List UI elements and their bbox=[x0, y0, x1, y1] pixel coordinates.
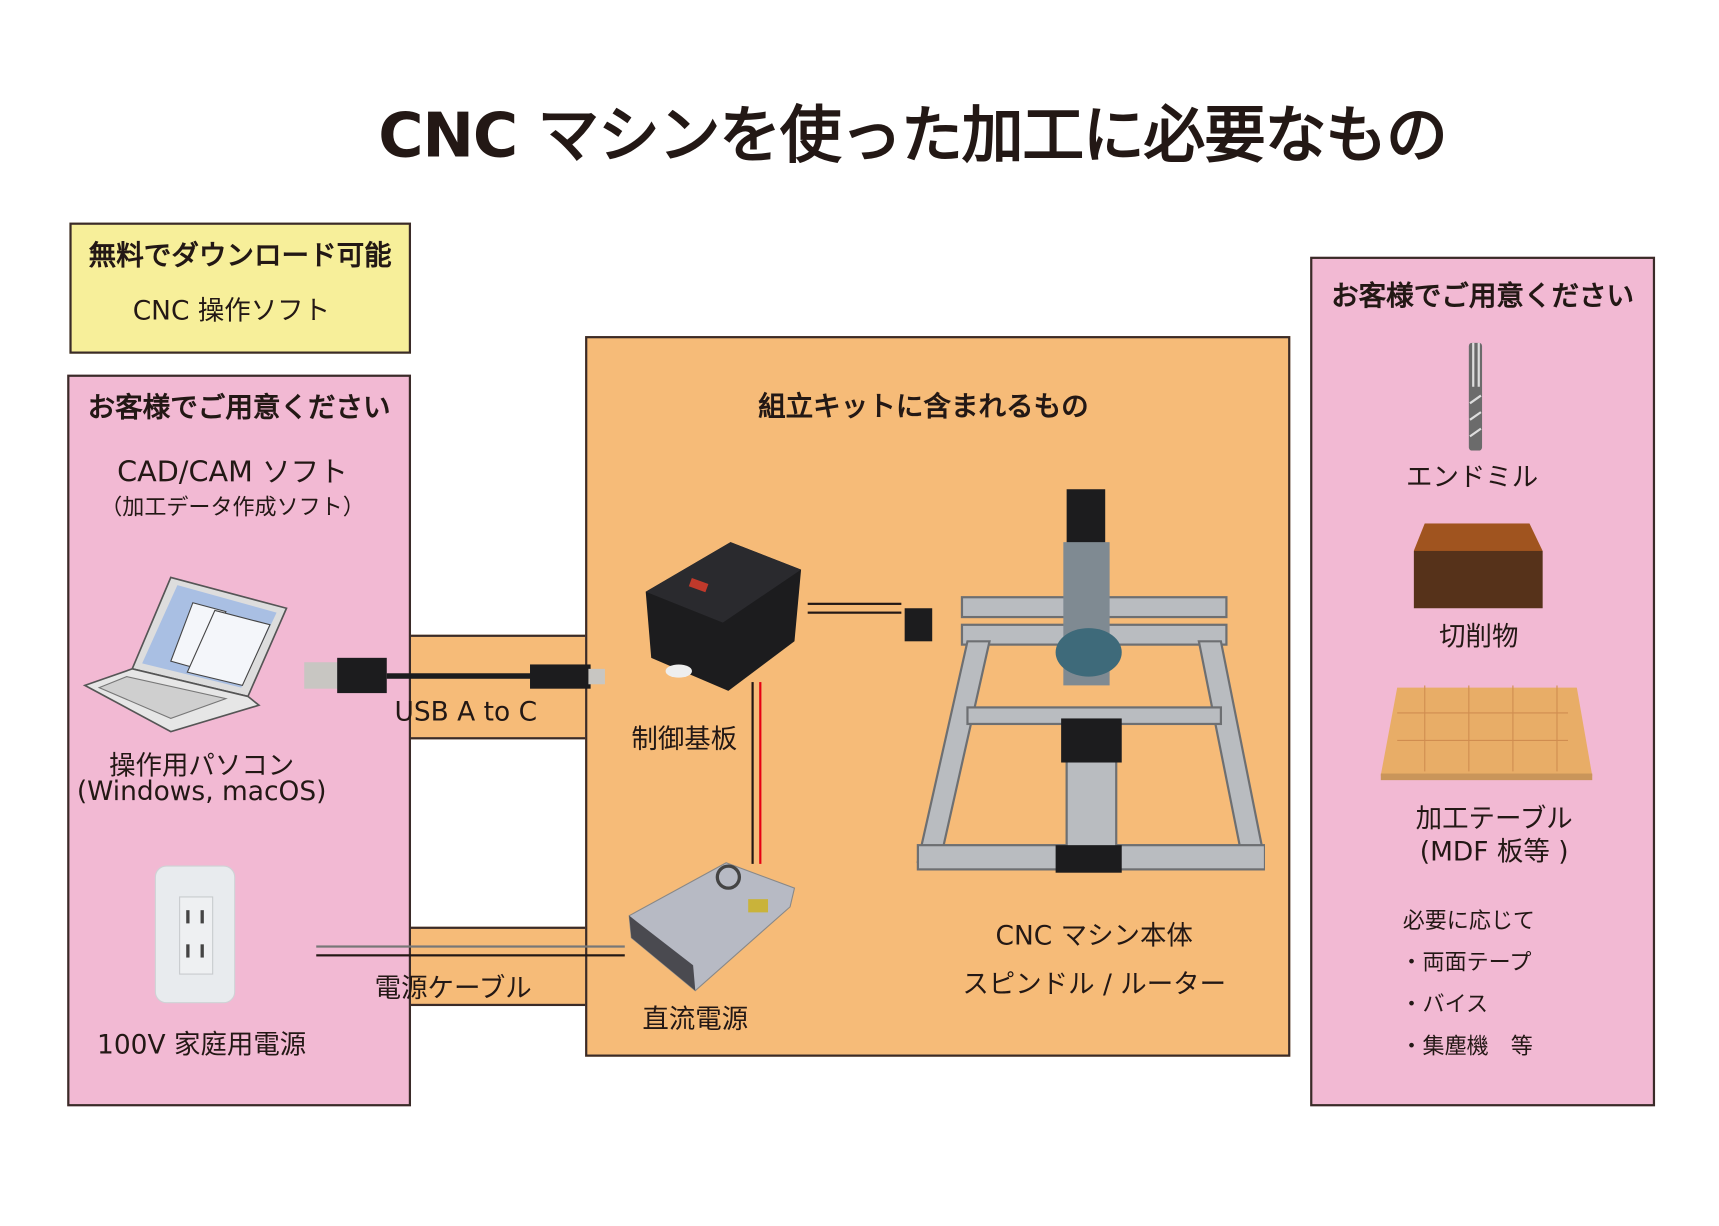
power-cable-line bbox=[316, 945, 625, 948]
control-board-label: 制御基板 bbox=[631, 723, 738, 755]
work-table-sub: (MDF 板等 ) bbox=[1419, 836, 1569, 868]
power-cable-label: 電源ケーブル bbox=[374, 972, 532, 1004]
free-box-heading: 無料でダウンロード可能 bbox=[88, 239, 392, 272]
end-mill-label: エンドミル bbox=[1406, 461, 1539, 493]
control-board-icon bbox=[645, 542, 802, 691]
outlet-label: 100V 家庭用電源 bbox=[97, 1029, 307, 1061]
usb-cable-icon bbox=[304, 657, 605, 694]
kit-box: 組立キットに含まれるもの 制御基板 直流電源 bbox=[585, 336, 1291, 1057]
power-outlet-icon bbox=[154, 865, 236, 1004]
right-customer-box: お客様でご用意ください エンドミル 切削物 加工テーブル (MDF 板等 ) 必… bbox=[1310, 256, 1656, 1107]
optional-item: ・集塵機 等 bbox=[1400, 1032, 1533, 1059]
pc-label: 操作用パソコン bbox=[109, 750, 295, 782]
workpiece-label: 切削物 bbox=[1439, 621, 1519, 653]
spindle-label: スピンドル / ルーター bbox=[962, 968, 1227, 1000]
pc-os-label: (Windows, macOS) bbox=[76, 775, 327, 807]
board-machine-wire bbox=[807, 602, 902, 605]
board-psu-wire-black bbox=[751, 682, 754, 864]
board-machine-wire-2 bbox=[807, 611, 902, 614]
cnc-software-label: CNC 操作ソフト bbox=[132, 295, 331, 327]
power-cable-line-2 bbox=[316, 954, 625, 957]
board-psu-wire-red bbox=[759, 682, 762, 864]
work-table-icon bbox=[1380, 685, 1593, 781]
page-title: CNC マシンを使った加工に必要なもの bbox=[378, 100, 1447, 172]
cnc-machine-icon bbox=[904, 489, 1265, 873]
power-supply-icon bbox=[628, 862, 796, 992]
optional-item: ・両面テープ bbox=[1400, 948, 1532, 976]
cad-cam-label: CAD/CAM ソフト bbox=[117, 456, 348, 490]
usb-cable-label: USB A to C bbox=[394, 696, 538, 728]
laptop-icon bbox=[82, 576, 288, 733]
cad-cam-sub: （加工データ作成ソフト） bbox=[100, 493, 365, 521]
free-download-box: 無料でダウンロード可能 CNC 操作ソフト bbox=[69, 222, 412, 354]
kit-box-heading: 組立キットに含まれるもの bbox=[758, 390, 1089, 423]
left-customer-box: お客様でご用意ください CAD/CAM ソフト （加工データ作成ソフト） 操作用… bbox=[67, 374, 412, 1107]
end-mill-icon bbox=[1468, 342, 1483, 451]
workpiece-icon bbox=[1413, 523, 1543, 609]
left-box-heading: お客様でご用意ください bbox=[87, 391, 391, 424]
optional-heading: 必要に応じて bbox=[1402, 906, 1535, 934]
psu-label: 直流電源 bbox=[642, 1003, 749, 1035]
right-box-heading: お客様でご用意ください bbox=[1331, 279, 1635, 312]
optional-item: ・バイス bbox=[1400, 990, 1489, 1018]
work-table-label: 加工テーブル bbox=[1415, 803, 1573, 835]
machine-label: CNC マシン本体 bbox=[995, 920, 1193, 951]
